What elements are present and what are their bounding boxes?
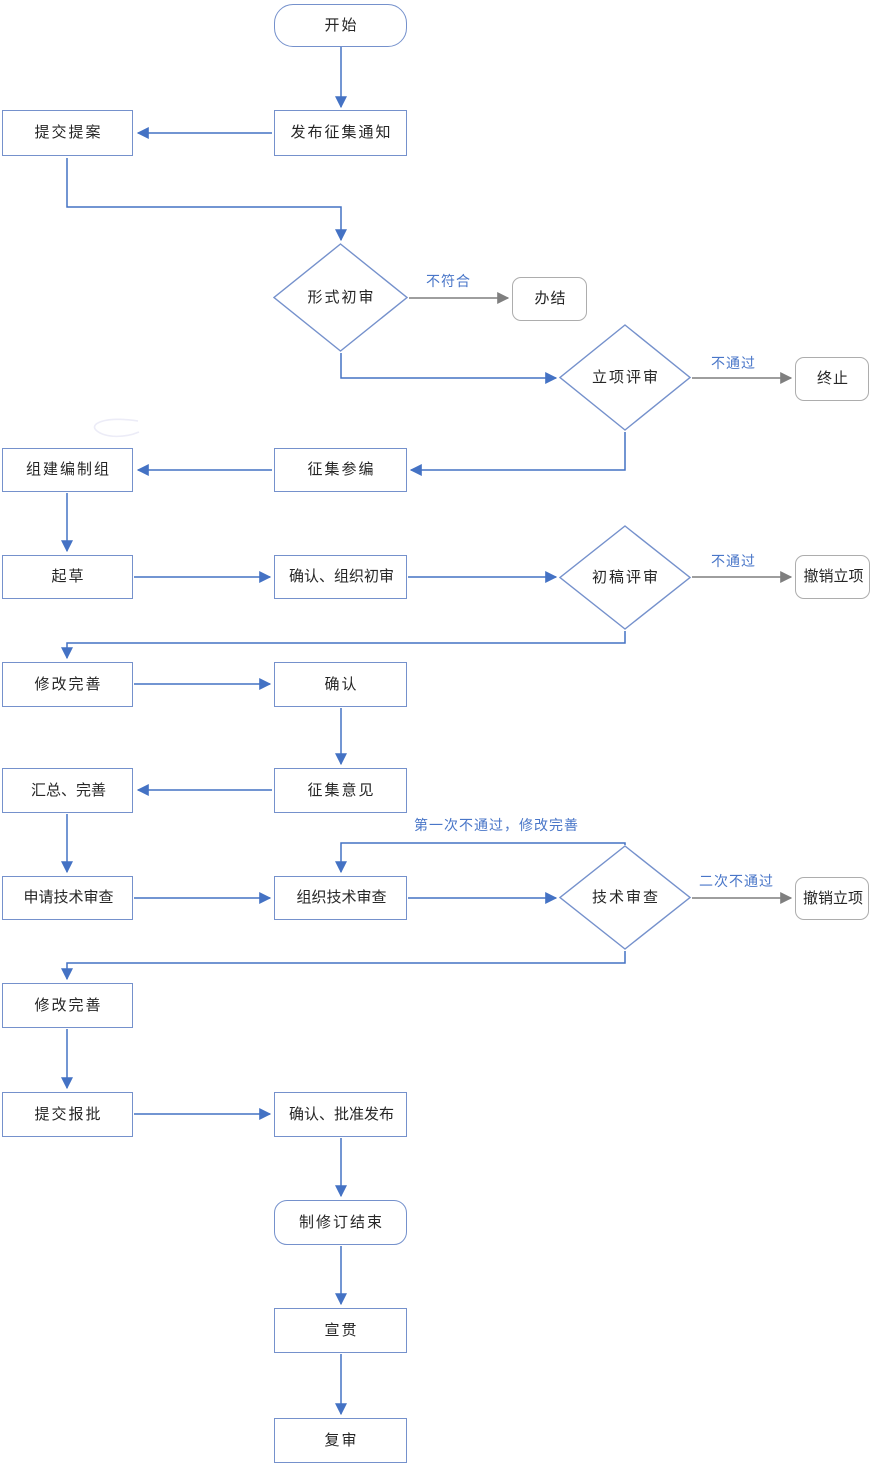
node-draft-review-label: 初稿评审 xyxy=(591,568,660,586)
edge-label-form-fail: 不符合 xyxy=(426,273,471,289)
node-tech-review: 技术审查 xyxy=(559,845,691,950)
edge-submit-proposal-to-form-review xyxy=(66,158,347,242)
edge-label-tech-second-fail: 二次不通过 xyxy=(699,873,774,889)
edge-project-review-to-collect-participants xyxy=(409,432,626,476)
node-submit-for-approval: 提交报批 xyxy=(2,1092,133,1137)
node-start: 开始 xyxy=(274,4,407,47)
node-form-editing-group: 组建编制组 xyxy=(2,448,133,492)
node-publish-notice: 发布征集通知 xyxy=(274,110,407,156)
node-confirm: 确认 xyxy=(274,662,407,707)
node-close-out: 办结 xyxy=(512,277,587,321)
node-form-review-label: 形式初审 xyxy=(307,288,376,306)
node-confirm-approve-publish: 确认、批准发布 xyxy=(274,1092,407,1137)
node-revise-improve-2: 修改完善 xyxy=(2,983,133,1028)
node-tech-review-label: 技术审查 xyxy=(591,888,660,906)
edge-tech-review-to-revise-improve-2 xyxy=(61,951,626,981)
node-collect-participants: 征集参编 xyxy=(274,448,407,492)
node-revision-end: 制修订结束 xyxy=(274,1200,407,1245)
node-apply-tech-review: 申请技术审查 xyxy=(2,876,133,920)
node-project-review: 立项评审 xyxy=(559,324,691,431)
node-revise-improve-1: 修改完善 xyxy=(2,662,133,707)
node-project-review-label: 立项评审 xyxy=(591,368,660,386)
node-review: 复审 xyxy=(274,1418,407,1463)
node-submit-proposal: 提交提案 xyxy=(2,110,133,156)
node-summarize-improve: 汇总、完善 xyxy=(2,768,133,813)
stray-curve xyxy=(93,418,140,438)
node-terminate: 终止 xyxy=(795,357,869,401)
edge-label-tech-first-fail: 第一次不通过，修改完善 xyxy=(414,817,579,833)
edge-draft-review-to-revise-improve-1 xyxy=(61,631,626,660)
edge-label-draft-fail: 不通过 xyxy=(711,553,756,569)
node-withdraw-project-1: 撤销立项 xyxy=(795,555,870,599)
edge-label-project-fail: 不通过 xyxy=(711,355,756,371)
node-form-review: 形式初审 xyxy=(273,243,408,352)
node-solicit-opinions: 征集意见 xyxy=(274,768,407,813)
node-withdraw-project-2: 撤销立项 xyxy=(795,877,869,920)
node-draft-review: 初稿评审 xyxy=(559,525,691,630)
node-drafting: 起草 xyxy=(2,555,133,599)
edge-form-review-to-project-review xyxy=(340,353,558,384)
node-organize-tech-review: 组织技术审查 xyxy=(274,876,407,920)
node-promote: 宣贯 xyxy=(274,1308,407,1353)
node-confirm-org-initial-review: 确认、组织初审 xyxy=(274,555,407,599)
